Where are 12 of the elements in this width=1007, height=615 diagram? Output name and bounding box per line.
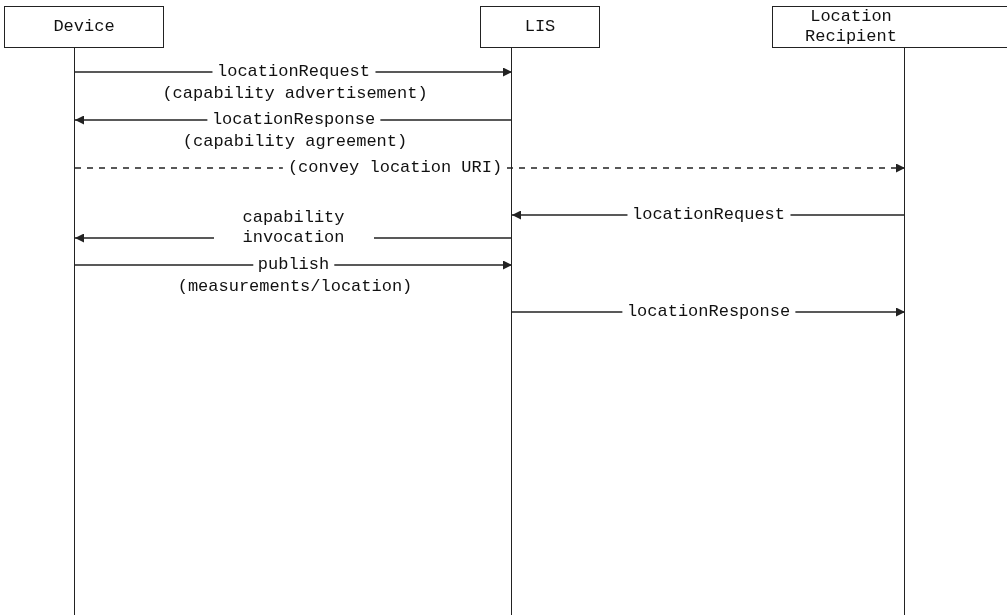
participant-box [772,6,1007,48]
participant-box [480,6,600,48]
lifeline [511,48,513,615]
participant-name: Device [53,17,115,37]
participant-name: LIS [524,17,556,37]
message-note: (capability advertisement) [162,84,428,103]
message-note: (capability agreement) [182,132,408,151]
participant-name: Location Recipient [804,7,898,47]
lifeline [74,48,76,615]
message-note: (measurements/location) [177,277,413,296]
lifeline [904,48,906,615]
participant-box [4,6,164,48]
